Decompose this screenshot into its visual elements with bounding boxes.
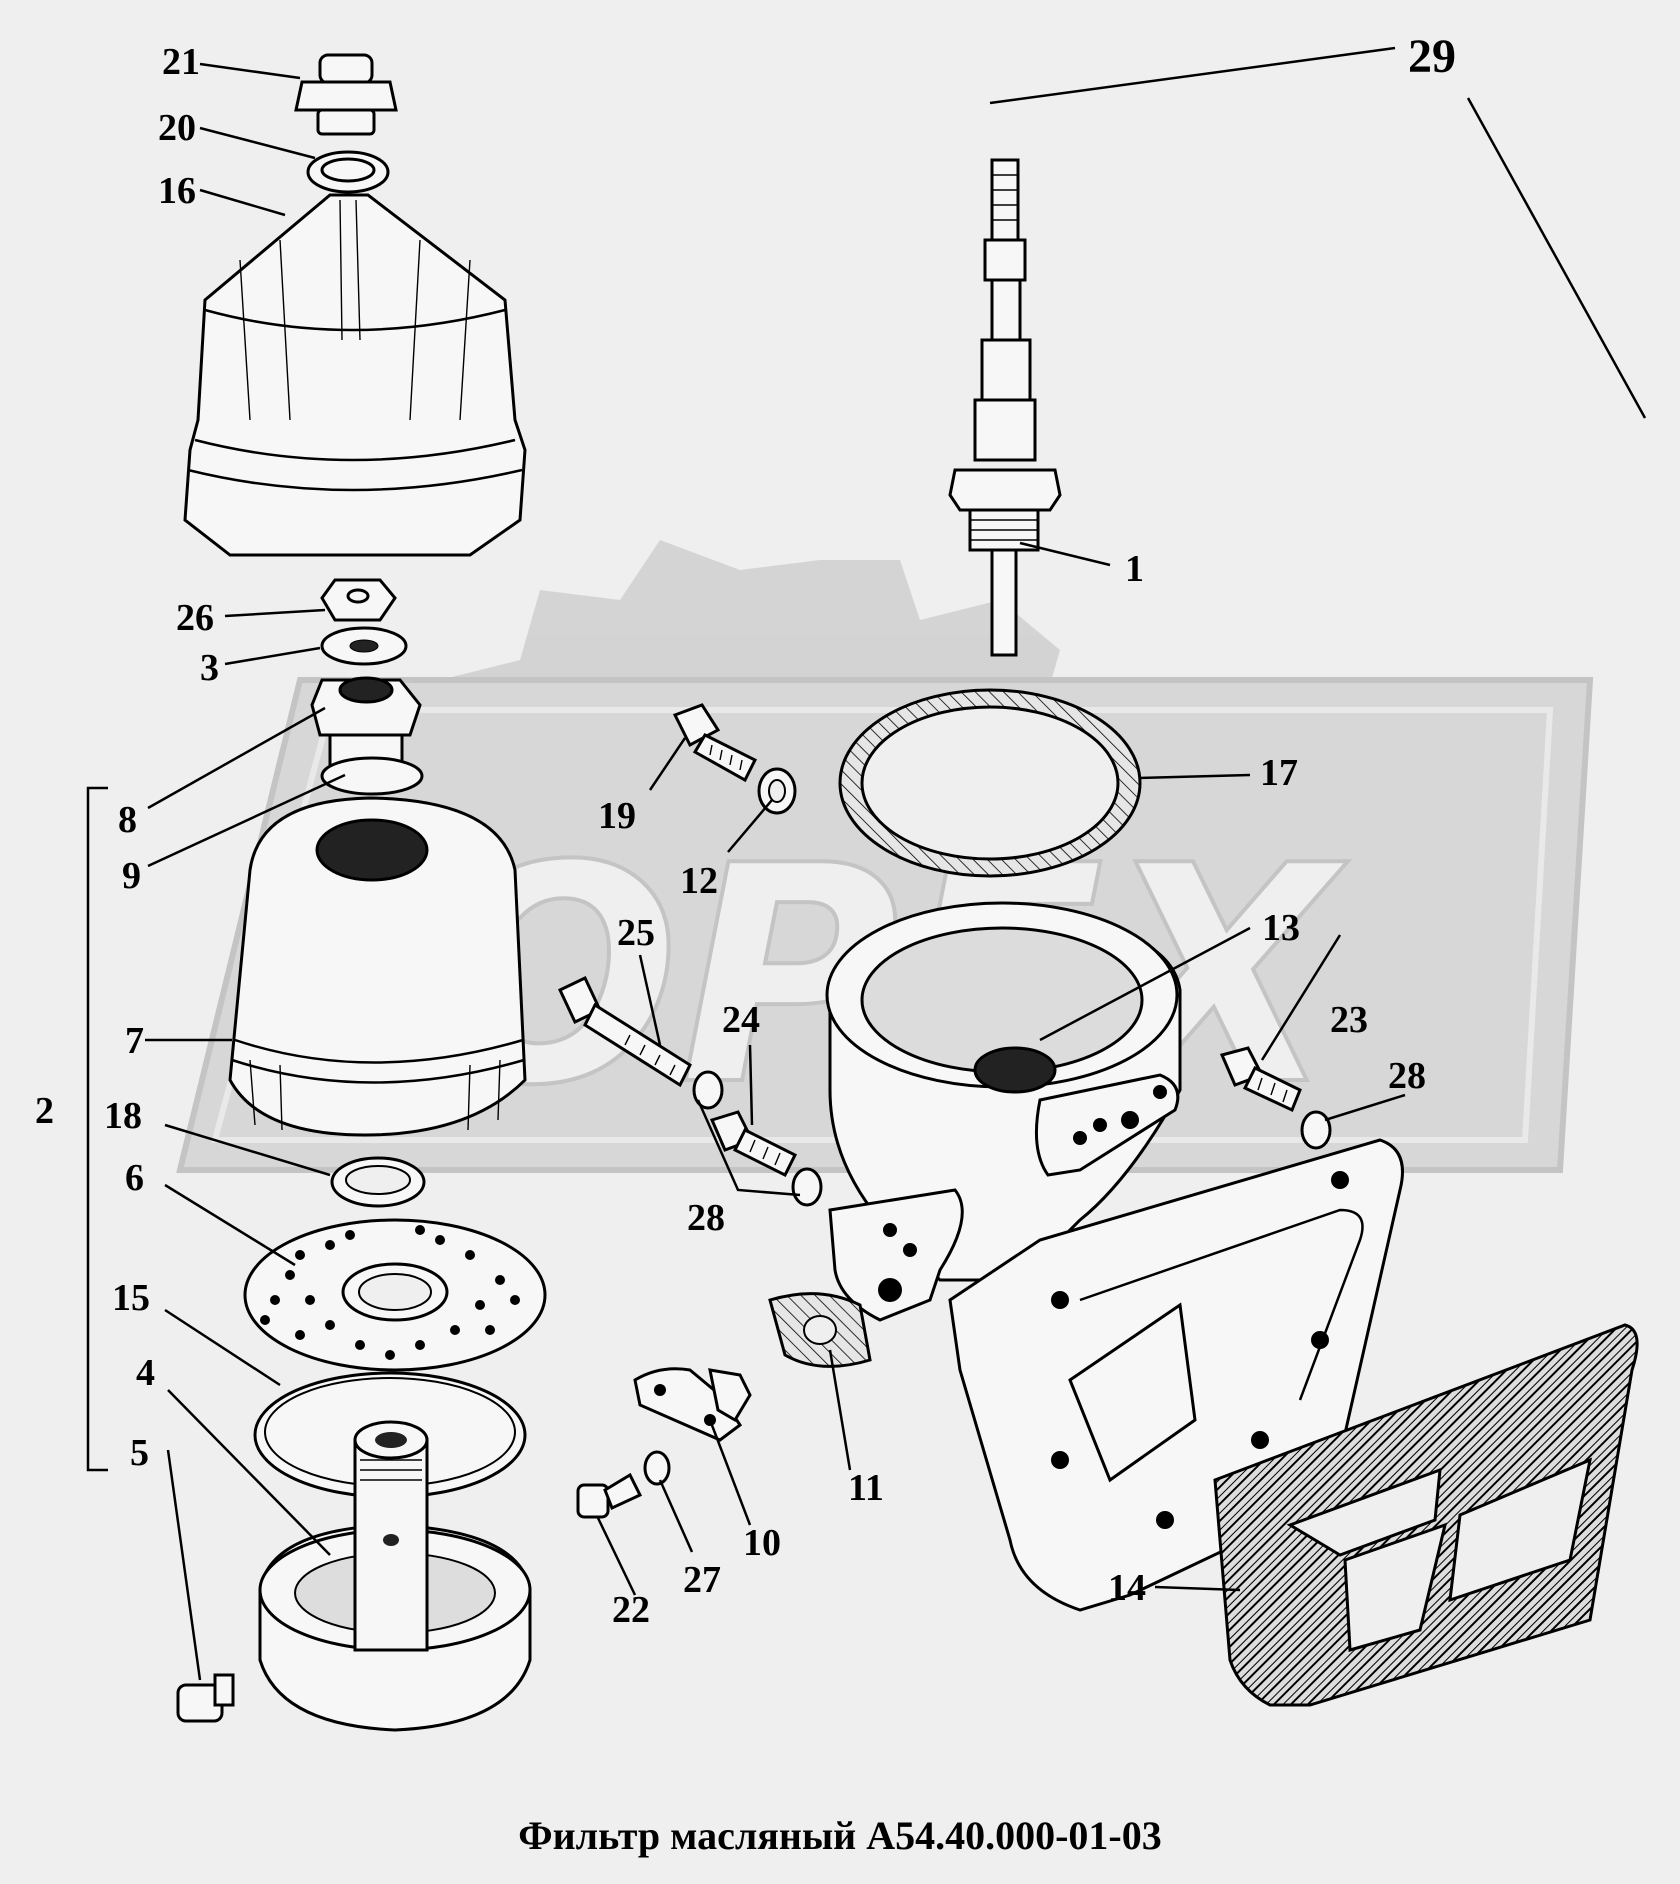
callout-8: 8 (118, 799, 137, 841)
part-22-bolt (576, 1472, 643, 1519)
diagram-caption: Фильтр масляный А54.40.000-01-03 (518, 1813, 1162, 1858)
callout-23: 23 (1330, 999, 1368, 1041)
part-28-washer-c (1300, 1110, 1332, 1150)
callout-29: 29 (1408, 30, 1456, 83)
assembly-2-bracket (86, 786, 108, 1472)
part-13-filter-housing (825, 901, 1182, 1322)
callout-24: 24 (722, 999, 760, 1041)
callout-3: 3 (200, 647, 219, 689)
callout-6: 6 (125, 1157, 144, 1199)
callout-20: 20 (158, 107, 196, 149)
callout-11: 11 (848, 1467, 884, 1509)
callout-7: 7 (125, 1020, 144, 1062)
callout-4: 4 (136, 1352, 155, 1394)
part-17-gasket (838, 688, 1142, 878)
part-1-sensor (948, 158, 1062, 657)
callout-26: 26 (176, 597, 214, 639)
callout-10: 10 (743, 1522, 781, 1564)
part-10-cover (633, 1367, 752, 1442)
callout-19: 19 (598, 795, 636, 837)
part-4-filter-base (258, 1420, 532, 1732)
part-28-washer-b (791, 1167, 823, 1207)
callout-2: 2 (35, 1090, 54, 1132)
part-11-small-gasket (768, 1292, 872, 1368)
callout-15: 15 (112, 1277, 150, 1319)
callout-9: 9 (122, 855, 141, 897)
callout-labels: 21 20 16 29 1 26 3 17 19 8 12 9 13 25 24… (35, 30, 1456, 1631)
part-21-plug (294, 53, 398, 136)
callout-21: 21 (162, 41, 200, 83)
callout-25: 25 (617, 912, 655, 954)
part-14-flange-gasket (1213, 1323, 1639, 1707)
callout-22: 22 (612, 1589, 650, 1631)
callout-14: 14 (1108, 1567, 1146, 1609)
part-25-long-bolt (558, 975, 692, 1088)
callout-1: 1 (1125, 548, 1144, 590)
callout-17: 17 (1260, 752, 1298, 794)
part-7-filter-element (228, 796, 527, 1137)
part-8-fitting (310, 676, 422, 775)
part-23-bolt (1219, 1046, 1302, 1113)
callout-27: 27 (683, 1559, 721, 1601)
part-6-perforated-disc (243, 1218, 547, 1372)
part-27-washer (643, 1450, 671, 1486)
leader-lines (145, 46, 1647, 1681)
callout-5: 5 (130, 1432, 149, 1474)
callout-13: 13 (1262, 907, 1300, 949)
part-9-seal-ring (320, 756, 424, 796)
part-24-bolt (709, 1110, 798, 1178)
callout-18: 18 (104, 1095, 142, 1137)
callout-28-left: 28 (687, 1197, 725, 1239)
callout-12: 12 (680, 860, 718, 902)
part-5-drain-plug (176, 1673, 235, 1723)
part-28-washer-a (692, 1070, 724, 1110)
callout-28-right: 28 (1388, 1055, 1426, 1097)
callout-16: 16 (158, 170, 196, 212)
part-19-bolt (672, 703, 758, 783)
part-16-filter-cap (183, 193, 527, 557)
